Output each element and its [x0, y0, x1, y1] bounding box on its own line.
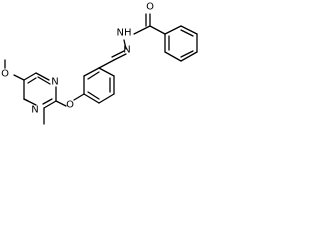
benzoyl-group — [133, 13, 166, 35]
imine-nitrogen-label: N — [123, 45, 130, 56]
pyrimidine-nitrogen-upper-label: N — [51, 77, 58, 88]
pyrimidine-ring — [23, 72, 57, 109]
methoxy-oxygen-label: O — [1, 69, 9, 80]
pyrimidine-nitrogen-lower-label: N — [31, 105, 38, 116]
hydrazide-nh-label: NH — [117, 28, 132, 39]
hydrazone-chain — [98, 39, 127, 69]
chemical-structure-diagram: O N N O N NH O — [1, 2, 198, 125]
carbonyl-oxygen-label: O — [146, 2, 154, 13]
ether-oxygen-label: O — [66, 100, 74, 111]
benzene-ring-central — [83, 67, 115, 104]
benzene-ring-terminal — [164, 25, 198, 62]
methoxy-group — [4, 59, 25, 81]
aryl-ether-link — [55, 93, 85, 107]
